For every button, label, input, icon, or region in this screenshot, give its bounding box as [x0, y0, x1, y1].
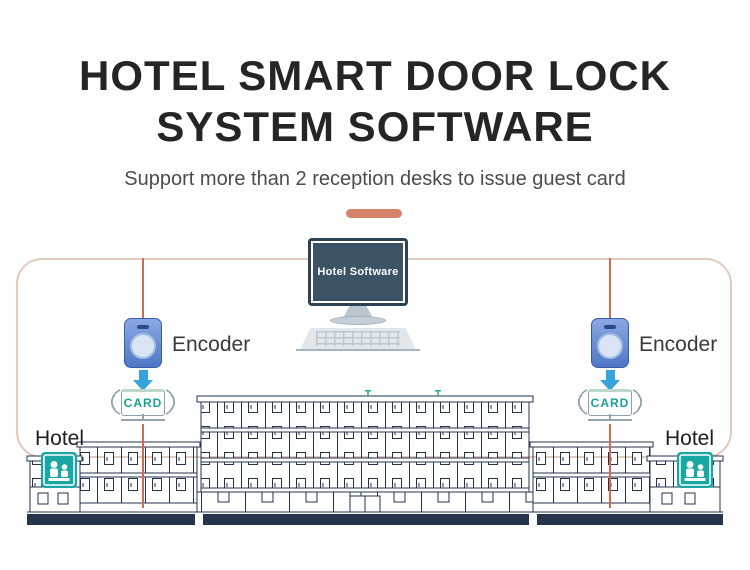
ground-band — [27, 511, 723, 525]
reception-icon — [677, 452, 713, 488]
card-stand-base — [588, 419, 632, 421]
right-guest-card: CARD — [576, 386, 644, 418]
monitor-stand-neck — [343, 306, 373, 318]
reception-icon — [41, 452, 77, 488]
right-encoder-device — [591, 318, 629, 368]
right-drop-line-upper — [609, 258, 611, 320]
monitor-screen: Hotel Software — [308, 238, 408, 306]
left-drop-line-upper — [142, 258, 144, 320]
page-subtitle: Support more than 2 reception desks to i… — [124, 168, 626, 190]
right-wing — [529, 441, 654, 513]
encoder-reader-circle — [130, 333, 156, 359]
left-drop-line-lower — [142, 424, 144, 508]
keyboard-keys — [316, 331, 400, 346]
roof-antenna-marks — [365, 390, 441, 396]
right-drop-line-lower — [609, 424, 611, 508]
title-line-2: SYSTEM SOFTWARE — [156, 103, 594, 150]
monitor-screen-label: Hotel Software — [311, 241, 405, 303]
encoder-slot — [604, 325, 616, 329]
left-wing — [76, 441, 201, 513]
keyboard — [300, 328, 416, 350]
card-face: CARD — [121, 388, 165, 416]
page-title: HOTEL SMART DOOR LOCK SYSTEM SOFTWARE — [0, 50, 750, 152]
left-encoder-label: Encoder — [172, 333, 251, 356]
right-down-arrow-icon — [600, 370, 620, 391]
card-stand-base — [121, 419, 165, 421]
hotel-software-computer: Hotel Software — [296, 238, 420, 356]
card-stand — [142, 414, 144, 419]
wireless-signal-icon — [577, 389, 588, 415]
card-face: CARD — [588, 388, 632, 416]
left-down-arrow-icon — [133, 370, 153, 391]
left-encoder-device — [124, 318, 162, 368]
keyboard-edge — [296, 349, 420, 351]
monitor-stand-base — [330, 316, 386, 325]
encoder-slot — [137, 325, 149, 329]
title-line-1: HOTEL SMART DOOR LOCK — [79, 52, 671, 99]
left-guest-card: CARD — [109, 386, 177, 418]
wireless-signal-icon — [632, 389, 643, 415]
right-hotel-label: Hotel — [665, 427, 715, 450]
left-hotel-label: Hotel — [35, 427, 85, 450]
card-stand — [609, 414, 611, 419]
central-building — [196, 395, 534, 513]
hotel-building-illustration — [26, 390, 724, 525]
decorative-pill — [346, 209, 402, 218]
wireless-signal-icon — [165, 389, 176, 415]
right-encoder-label: Encoder — [639, 333, 718, 356]
wireless-signal-icon — [110, 389, 121, 415]
encoder-reader-circle — [597, 333, 623, 359]
